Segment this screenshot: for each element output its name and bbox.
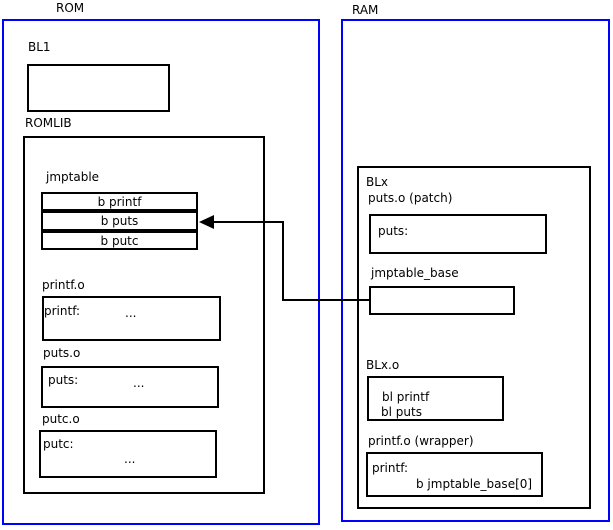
putc-o-label: putc.o: [42, 412, 80, 426]
printf-o-box: printf: ...: [42, 296, 221, 341]
printf-wrapper-instruction: b jmptable_base[0]: [416, 477, 533, 491]
printf-body-ellipsis: ...: [125, 306, 137, 320]
blx-o-box: bl printf bl puts: [367, 376, 504, 421]
bl1-label: BL1: [28, 40, 51, 54]
printf-wrapper-label: printf.o (wrapper): [368, 434, 474, 448]
puts-patch-label: puts.o (patch): [368, 191, 453, 205]
puts-o-label: puts.o: [43, 346, 81, 360]
blx-o-label: BLx.o: [366, 358, 400, 372]
blx-o-line-bl-puts: bl puts: [381, 405, 422, 419]
jmptable-base-label: jmptable_base: [371, 266, 459, 280]
blx-o-line-bl-printf: bl printf: [382, 390, 430, 404]
rom-region-label: ROM: [56, 1, 85, 15]
printf-wrapper-symbol: printf:: [372, 461, 409, 475]
printf-wrapper-box: printf: b jmptable_base[0]: [366, 452, 543, 497]
putc-symbol: putc:: [43, 437, 74, 451]
putc-body-ellipsis: ...: [124, 452, 136, 466]
puts-body-ellipsis: ...: [133, 376, 145, 390]
jmptable-row-b-puts: b puts: [41, 211, 198, 231]
puts-o-box: puts: ...: [41, 366, 219, 408]
puts-patch-box: puts:: [369, 214, 547, 254]
printf-symbol: printf:: [44, 304, 81, 318]
puts-symbol: puts:: [48, 373, 79, 387]
printf-o-label: printf.o: [42, 278, 85, 292]
romlib-label: ROMLIB: [25, 116, 72, 130]
puts-patch-symbol: puts:: [378, 224, 409, 238]
putc-o-box: putc: ...: [39, 430, 217, 478]
jmptable-label: jmptable: [46, 170, 100, 184]
jmptable-base-box: [369, 286, 515, 315]
jmptable-row-b-putc: b putc: [41, 231, 198, 250]
blx-label: BLx: [366, 175, 389, 189]
jmptable-row-b-printf: b printf: [41, 192, 198, 211]
ram-region-label: RAM: [352, 3, 379, 17]
bl1-box: [27, 64, 170, 112]
